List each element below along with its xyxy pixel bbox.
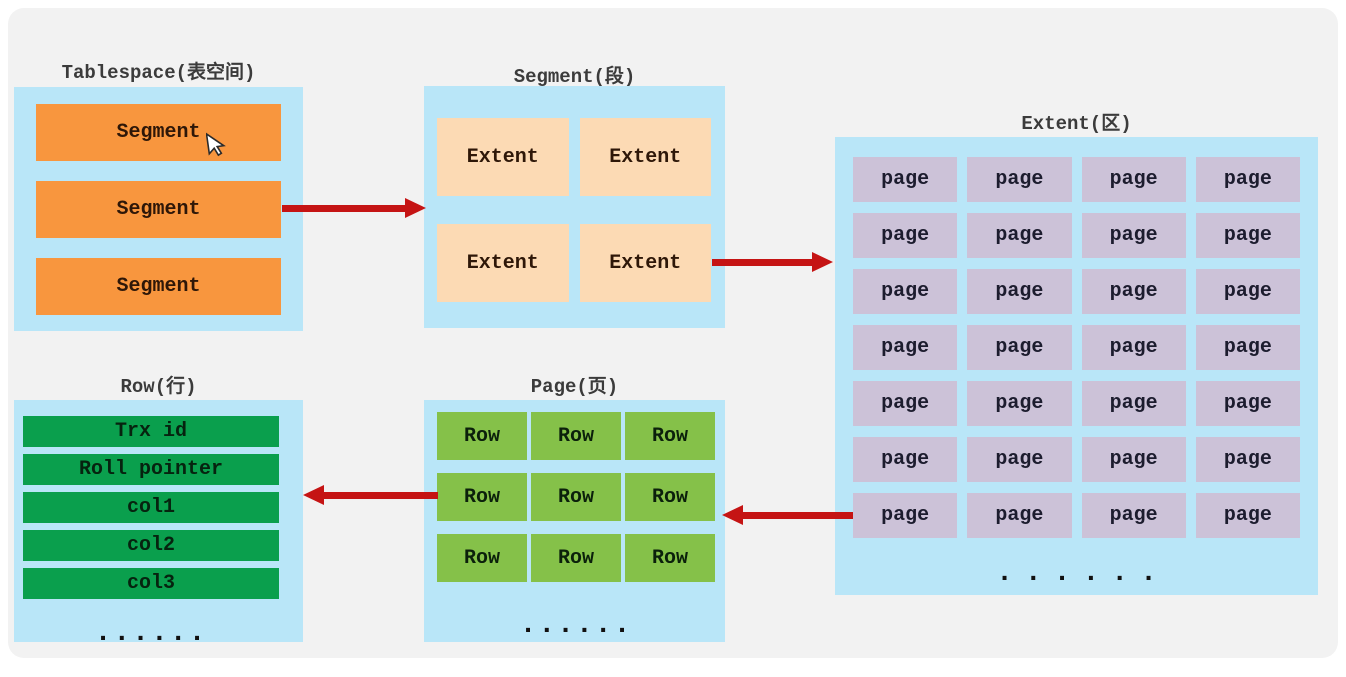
extent-box: Extent	[579, 118, 711, 196]
row-field-bar: col3	[23, 568, 279, 599]
page-box: page	[1081, 437, 1186, 482]
page-box: page	[1195, 269, 1300, 314]
row-container: Trx id Roll pointer col1 col2 col3 ......	[14, 400, 303, 648]
page-box: page	[967, 269, 1072, 314]
row-fields: Trx id Roll pointer col1 col2 col3	[23, 416, 279, 599]
page-box: page	[1081, 325, 1186, 370]
arrow-head-left-icon	[303, 485, 324, 505]
arrow-shaft	[282, 204, 405, 212]
page-box: page	[1081, 269, 1186, 314]
row-box: Row	[531, 412, 621, 460]
extent-ellipsis: ......	[996, 558, 1169, 589]
arrow-tablespace-to-segment	[282, 198, 426, 218]
page-box: page	[853, 493, 958, 538]
row-box: Row	[437, 412, 527, 460]
page-box: page	[1195, 157, 1300, 202]
tablespace-title: Tablespace(表空间)	[61, 62, 256, 84]
row-field-bar: col2	[23, 530, 279, 561]
row-field-bar: Roll pointer	[23, 454, 279, 485]
extent-title: Extent(区)	[1021, 113, 1132, 135]
page-box: page	[1195, 381, 1300, 426]
segment-title: Segment(段)	[513, 66, 636, 88]
page-box: page	[1081, 381, 1186, 426]
arrow-shaft	[324, 491, 438, 499]
page-ellipsis: ......	[519, 610, 633, 641]
page-box: page	[1081, 213, 1186, 258]
row-title: Row(行)	[120, 376, 197, 398]
row-field-bar: Trx id	[23, 416, 279, 447]
page-box: page	[853, 381, 958, 426]
page-box: page	[967, 325, 1072, 370]
page-box: page	[967, 381, 1072, 426]
arrow-shaft	[743, 511, 853, 519]
page-box: page	[1195, 325, 1300, 370]
page-title: Page(页)	[530, 376, 619, 398]
page-box: page	[853, 213, 958, 258]
row-box: Row	[625, 412, 715, 460]
arrow-extent-to-page	[722, 505, 853, 525]
page-box: page	[1081, 157, 1186, 202]
page-box: page	[853, 325, 958, 370]
arrow-head-right-icon	[405, 198, 426, 218]
page-box: page	[853, 157, 958, 202]
page-box: page	[1195, 493, 1300, 538]
row-box: Row	[437, 473, 527, 521]
arrow-head-right-icon	[812, 252, 833, 272]
row-box: Row	[531, 473, 621, 521]
page-box: page	[967, 493, 1072, 538]
page-box: page	[853, 437, 958, 482]
row-box: Row	[437, 534, 527, 582]
segment-box: Segment	[36, 181, 281, 238]
mouse-cursor-icon	[206, 132, 226, 157]
page-box: page	[853, 269, 958, 314]
row-field-bar: col1	[23, 492, 279, 523]
page-box: page	[1195, 437, 1300, 482]
segment-box: Segment	[36, 258, 281, 315]
extent-box: Extent	[437, 224, 569, 302]
extent-box: Extent	[579, 224, 711, 302]
page-box: page	[967, 213, 1072, 258]
arrow-page-to-row	[303, 485, 438, 505]
row-box: Row	[625, 473, 715, 521]
extent-box: Extent	[437, 118, 569, 196]
row-ellipsis: ......	[94, 618, 208, 649]
page-box: page	[1195, 213, 1300, 258]
arrow-segment-to-extent	[712, 252, 833, 272]
row-box: Row	[531, 534, 621, 582]
page-box: page	[967, 157, 1072, 202]
segment-box: Segment	[36, 104, 281, 161]
arrow-shaft	[712, 258, 812, 266]
arrow-head-left-icon	[722, 505, 743, 525]
page-box: page	[1081, 493, 1186, 538]
page-box: page	[967, 437, 1072, 482]
row-box: Row	[625, 534, 715, 582]
